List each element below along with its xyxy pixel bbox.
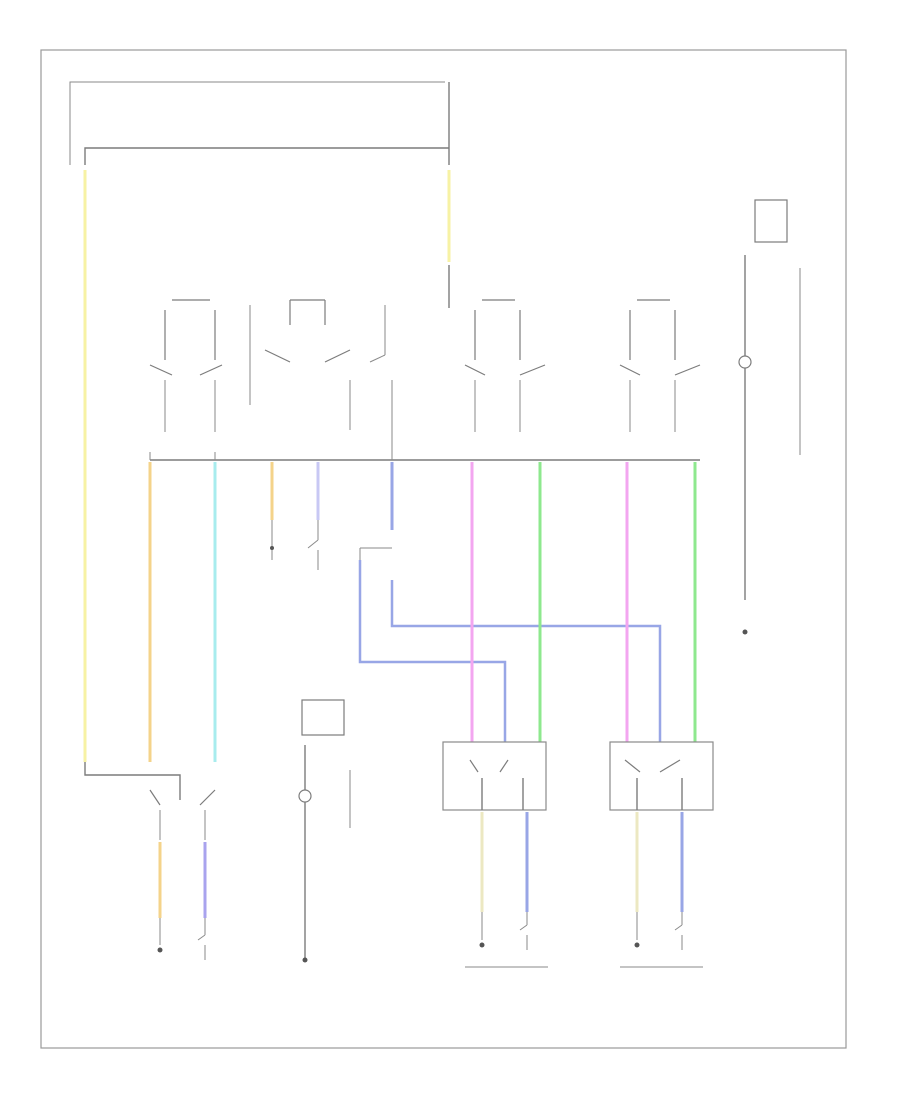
left-rear-lock-motor [465,912,548,968]
front-door-switch [84,762,216,840]
wire-blue-left-route [358,560,507,745]
right-feed [738,199,801,635]
driver-lock-motor [270,520,319,570]
power-feed [69,81,450,308]
right-rear-lock-motor [620,912,703,968]
front-lock-motor [157,918,206,960]
left-rear-door-switch [442,741,547,811]
right-rear-door-switch [609,741,714,811]
switch-center [249,299,386,430]
switch-left-rear [464,299,546,432]
wire-blue-right-route [390,580,662,745]
junction-connector [359,547,392,560]
switch-right-rear [619,299,701,432]
switch-driver [149,299,223,460]
diagram-frame [40,49,847,1049]
passenger-feed [298,699,351,963]
